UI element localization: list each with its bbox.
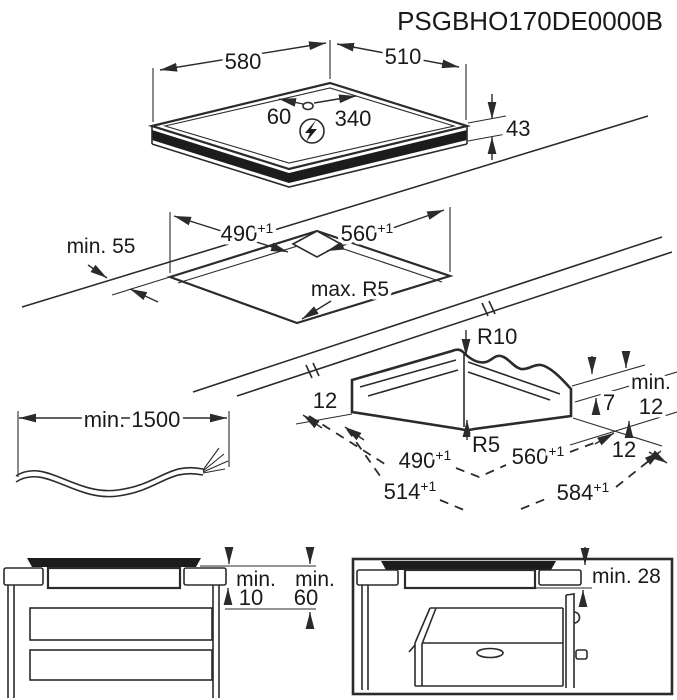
tolerance-superscript: +1 (377, 220, 393, 236)
dim-cutout-width: 560+1 (341, 220, 394, 246)
break-tick-2 (481, 300, 496, 317)
hob-glass-profile-2 (381, 561, 556, 570)
dim-min-28: min. 28 (592, 565, 661, 588)
dim-ledge-left: 12 (313, 388, 337, 413)
label-outer-radius-r10: R10 (477, 324, 517, 349)
dim-hob-depth-group (336, 42, 467, 120)
worktop-right-block-2 (538, 569, 582, 586)
dim-min-edge-group (569, 351, 677, 446)
dim-hob-height-group (467, 94, 507, 160)
label-min-a: min. (236, 568, 276, 591)
dim-cutout-width-value: 560 (341, 221, 378, 246)
panel-frame (351, 557, 674, 696)
label-max-corner-radius: max. R5 (311, 278, 389, 301)
lightning-bolt-icon (305, 120, 317, 142)
hob-glass-profile (27, 558, 201, 567)
dim-min-10: 10 (239, 585, 263, 610)
dim-ledge-right: 12 (612, 437, 636, 462)
dim-cable-offset-right: 340 (335, 106, 372, 131)
dim-recess-width: 560+1 (512, 443, 565, 469)
dim-hob-width-group (152, 40, 331, 122)
dashed-dimension-chains (308, 415, 662, 511)
hob-oven-clearance-view (351, 547, 674, 696)
oven-door-handle (476, 647, 504, 659)
worktop-right-block (183, 567, 227, 586)
oven-hinge-bump (573, 611, 581, 624)
dim-recess-width-value: 560 (512, 444, 549, 469)
dim-hob-width: 580 (225, 49, 262, 74)
dim-outer-depth-value: 514 (384, 479, 421, 504)
dim-step-height-group (571, 356, 677, 415)
dim-cutout-depth: 490+1 (221, 220, 274, 246)
hob-side-band (152, 130, 467, 183)
hob-body-profile (46, 566, 182, 590)
tolerance-superscript: +1 (435, 447, 451, 463)
tolerance-superscript: +1 (548, 443, 564, 459)
drawing-title: PSGBHO170DE0000B (397, 6, 663, 36)
dim-wall-clearance: min. 55 (67, 235, 136, 258)
oven-profile (408, 593, 588, 688)
dim-min-edge-value: 12 (639, 394, 663, 419)
dim-outer-width-value: 584 (557, 480, 594, 505)
dim-hob-depth: 510 (385, 44, 422, 69)
oven-side-knob (575, 649, 588, 660)
hob-body-profile-2 (403, 568, 537, 590)
dim-cutout-width-group (326, 207, 451, 272)
dim-outer-depth: 514+1 (384, 478, 437, 504)
power-cable (15, 466, 204, 492)
dim-step-height: 7 (603, 390, 615, 415)
tolerance-superscript: +1 (593, 479, 609, 495)
dim-min28-group (535, 547, 592, 607)
hob-drawer-clearance-view (3, 547, 316, 698)
power-connection-icon (299, 118, 325, 144)
drawer-lower (29, 649, 213, 681)
worktop-cutout-view (87, 207, 454, 325)
break-tick-1 (305, 362, 320, 379)
label-min-edge: min. (631, 371, 671, 394)
dim-recess-depth: 490+1 (399, 447, 452, 473)
recess-corner-piece (350, 348, 573, 432)
dim-min-60: 60 (294, 585, 318, 610)
dim-min10-min60-group (200, 547, 316, 629)
drawer-upper (29, 607, 213, 641)
flush-mount-corner-view (295, 330, 677, 511)
worktop-left-block-2 (356, 569, 399, 586)
dim-wall-clearance-group (87, 264, 171, 303)
tolerance-superscript: +1 (257, 220, 273, 236)
cable-entry-point (302, 101, 314, 111)
label-min-b: min. (295, 568, 335, 591)
dim-cutout-depth-value: 490 (221, 221, 258, 246)
dim-hob-height: 43 (506, 116, 530, 141)
hob-bottom-rim (151, 143, 468, 188)
dim-cable-length: min. 1500 (84, 407, 181, 432)
dim-cable-offset-left: 60 (267, 104, 291, 129)
tolerance-superscript: +1 (420, 478, 436, 494)
power-cable-view (15, 411, 230, 498)
dim-cable-position-group (278, 94, 357, 111)
hob-isometric-view (147, 40, 507, 188)
cable-wire-ends (202, 447, 229, 474)
worktop-left-block (3, 567, 44, 586)
dim-recess-depth-value: 490 (399, 448, 436, 473)
label-inner-radius-r5: R5 (472, 432, 500, 457)
dim-outer-width: 584+1 (557, 479, 610, 505)
dim-cutout-depth-group (169, 212, 289, 273)
hob-glass-frame-line (162, 87, 457, 164)
